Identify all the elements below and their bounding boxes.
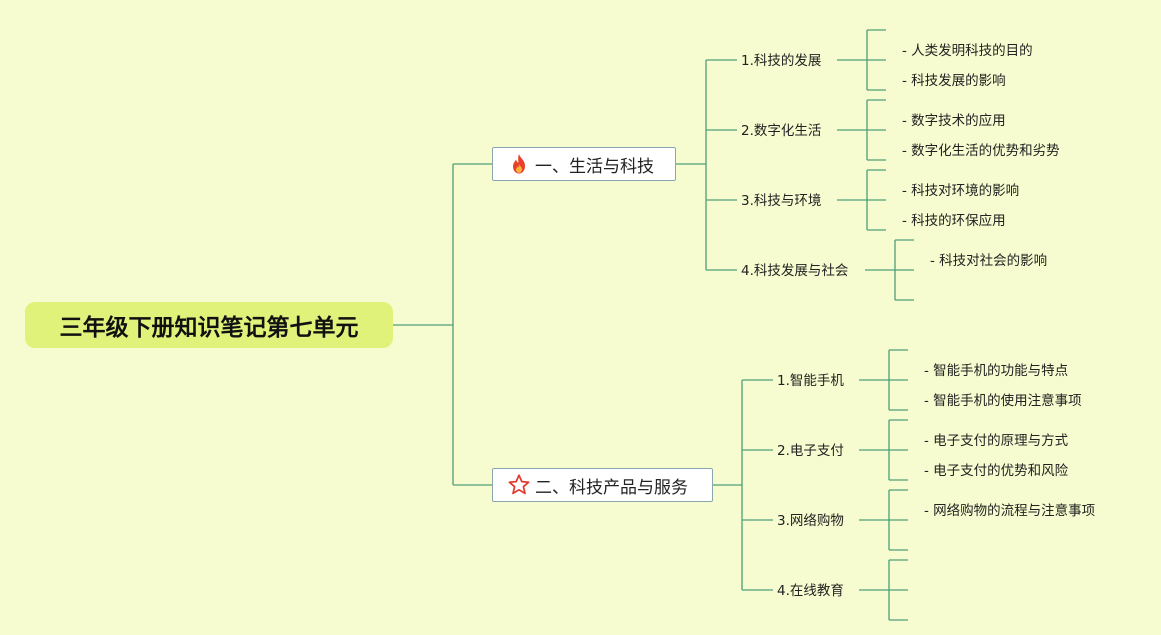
leaf-note[interactable]: - 网络购物的流程与注意事项	[924, 503, 1096, 519]
leaf-note[interactable]: - 智能手机的功能与特点	[924, 363, 1069, 379]
leaf-note[interactable]: - 电子支付的原理与方式	[924, 433, 1069, 449]
star-icon	[507, 473, 531, 497]
leaf-note[interactable]: - 人类发明科技的目的	[902, 43, 1033, 59]
flame-icon	[507, 152, 531, 176]
leaf-note[interactable]: - 电子支付的优势和风险	[924, 463, 1069, 479]
topic-node[interactable]: 1.智能手机	[777, 373, 844, 389]
leaf-note[interactable]: - 数字技术的应用	[902, 113, 1006, 129]
topic-node[interactable]: 2.数字化生活	[741, 123, 822, 139]
root-title: 三年级下册知识笔记第七单元	[59, 315, 359, 341]
branch-label: 二、科技产品与服务	[535, 477, 688, 498]
topic-node[interactable]: 4.科技发展与社会	[741, 263, 849, 279]
root-node[interactable]: 三年级下册知识笔记第七单元	[25, 302, 393, 348]
branch-label: 一、生活与科技	[535, 156, 654, 177]
topic-node[interactable]: 1.科技的发展	[741, 53, 822, 69]
leaf-note[interactable]: - 数字化生活的优势和劣势	[902, 143, 1060, 159]
leaf-note[interactable]: - 科技发展的影响	[902, 73, 1006, 89]
branch-node-life-and-tech[interactable]: 一、生活与科技	[492, 147, 676, 181]
branch-node-products-and-services[interactable]: 二、科技产品与服务	[492, 468, 713, 502]
topic-node[interactable]: 3.科技与环境	[741, 193, 822, 209]
topic-node[interactable]: 3.网络购物	[777, 513, 844, 529]
topic-node[interactable]: 4.在线教育	[777, 583, 844, 599]
leaf-note[interactable]: - 科技对社会的影响	[930, 253, 1048, 269]
leaf-note[interactable]: - 科技的环保应用	[902, 213, 1006, 229]
topic-node[interactable]: 2.电子支付	[777, 443, 844, 459]
leaf-note[interactable]: - 智能手机的使用注意事项	[924, 393, 1082, 409]
leaf-note[interactable]: - 科技对环境的影响	[902, 183, 1020, 199]
